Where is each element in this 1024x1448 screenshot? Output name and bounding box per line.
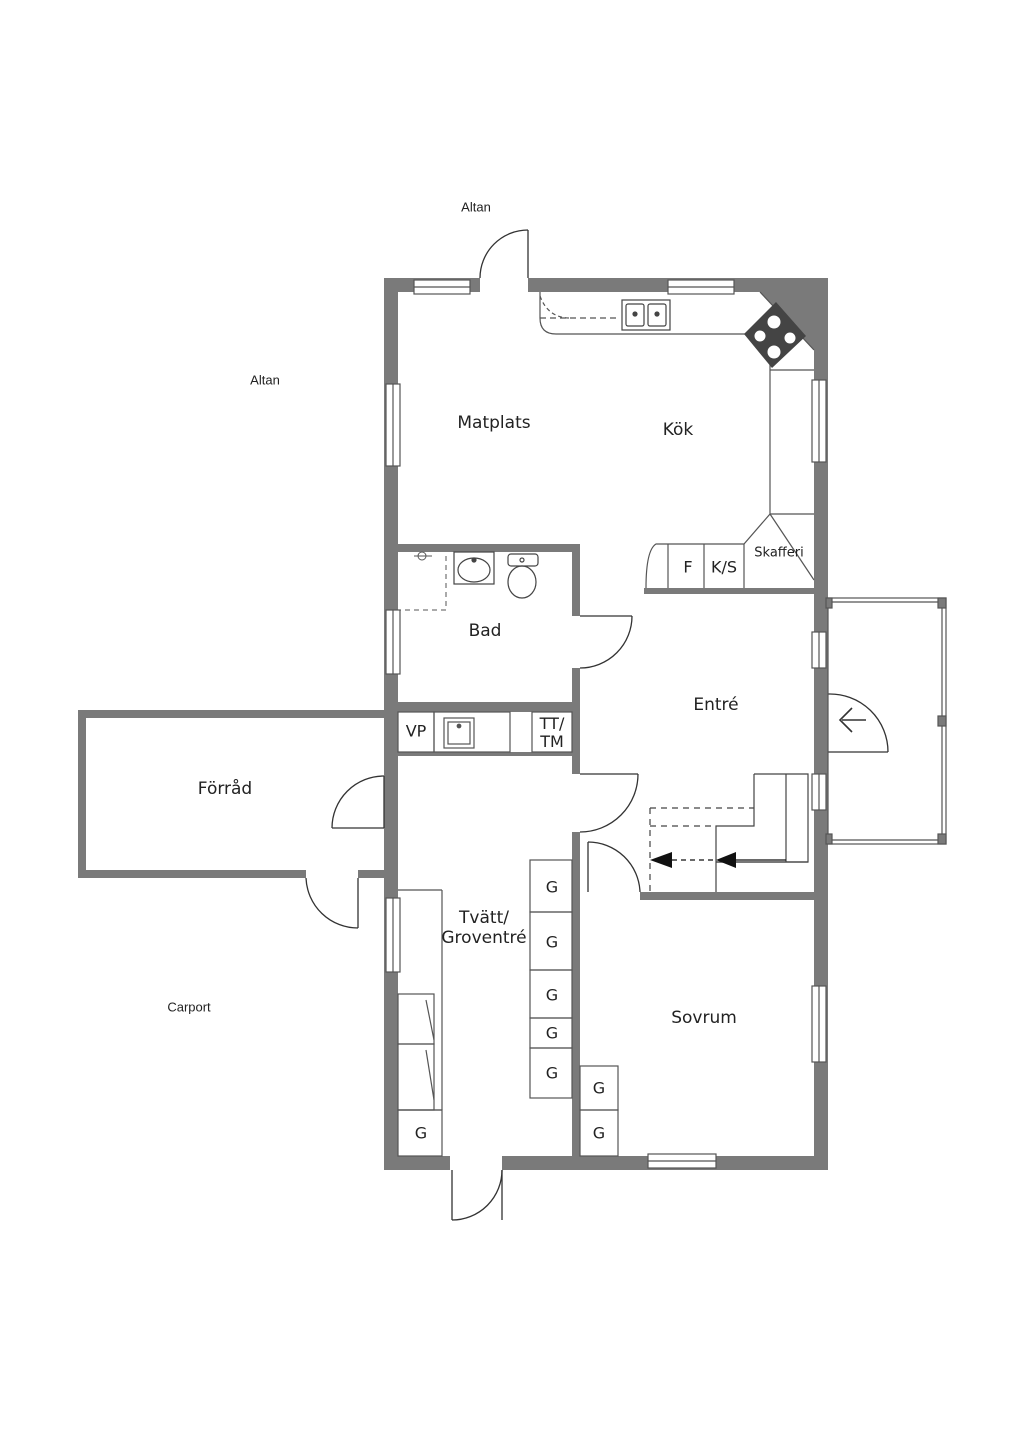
sink-icon xyxy=(621,299,671,331)
room-tvatt-line1: Tvätt/ xyxy=(459,908,509,928)
room-kok: Kök xyxy=(662,420,694,440)
fridge-label: F xyxy=(683,557,693,577)
stove-icon xyxy=(744,302,806,368)
wardrobe-label: G xyxy=(545,985,559,1005)
shower-icon xyxy=(400,551,447,611)
entry-arrow-icon xyxy=(838,707,866,733)
laundry-fixtures xyxy=(397,711,573,1157)
wardrobe-label: G xyxy=(592,1123,606,1143)
walls xyxy=(78,278,828,1170)
room-tvatt-groventre: Tvätt/ Groventré xyxy=(441,908,526,948)
wardrobe-label: G xyxy=(545,932,559,952)
room-matplats: Matplats xyxy=(457,413,531,433)
wardrobe-label: G xyxy=(545,877,559,897)
toilet-icon xyxy=(507,553,539,599)
room-bad: Bad xyxy=(468,621,502,641)
bedroom-wardrobes xyxy=(579,1065,619,1157)
windows xyxy=(385,279,827,1169)
altan-label-top: Altan xyxy=(461,199,491,215)
room-tvatt-line2: Groventré xyxy=(441,928,527,948)
stair-arrow-icon xyxy=(650,852,786,868)
tt-label: TT/ xyxy=(539,714,565,733)
wardrobe-label: G xyxy=(545,1023,559,1043)
room-sovrum: Sovrum xyxy=(671,1008,737,1028)
room-entre: Entré xyxy=(693,695,739,715)
skafferi-label: Skafferi xyxy=(754,545,804,561)
carport-label: Carport xyxy=(167,999,211,1015)
kitchen-counters xyxy=(539,291,815,589)
wardrobe-label: G xyxy=(545,1063,559,1083)
tt-tm-label: TT/ TM xyxy=(540,715,565,751)
stairs xyxy=(649,773,809,892)
wardrobe-label: G xyxy=(414,1123,428,1143)
washbasin-icon xyxy=(453,551,495,585)
vp-label: VP xyxy=(405,721,427,741)
wardrobe-label: G xyxy=(592,1078,606,1098)
room-forrad: Förråd xyxy=(197,779,253,799)
tm-label: TM xyxy=(540,732,564,751)
porch xyxy=(825,597,947,845)
fridge-freezer-label: K/S xyxy=(710,557,738,577)
altan-label-left: Altan xyxy=(250,372,280,388)
doors xyxy=(305,229,889,1221)
